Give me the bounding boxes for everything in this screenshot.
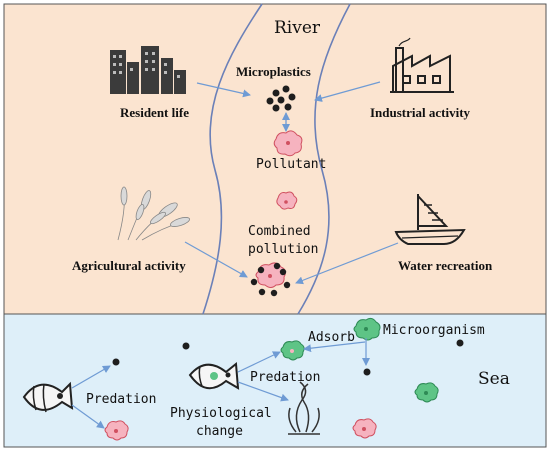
microorganism-icon — [353, 317, 381, 341]
fish-icon-large — [22, 381, 74, 413]
factory-icon — [390, 37, 454, 93]
sailboat-icon — [394, 194, 466, 245]
sea-particles — [112, 339, 464, 376]
industrial-activity-label: Industrial activity — [370, 105, 471, 120]
land-region — [3, 3, 547, 315]
river-left-bank — [202, 3, 263, 315]
city-icon — [110, 46, 186, 94]
arrow-industrial-to-microplastics — [314, 81, 381, 102]
water-recreation-label: Water recreation — [398, 258, 493, 273]
pollutant-label: Pollutant — [256, 157, 327, 172]
physiological-label-line2: change — [196, 424, 243, 439]
microplastics-label: Microplastics — [236, 64, 311, 79]
arrow-agricultural-to-combined — [184, 241, 248, 278]
wheat-icon — [117, 186, 190, 241]
predation-label-right: Predation — [250, 370, 321, 385]
microorganism-label: Microorganism — [383, 323, 485, 338]
microorganism-free-icon — [414, 382, 439, 403]
arrow-recreation-to-combined — [295, 242, 399, 285]
sea-pollutant-icon-right — [352, 418, 377, 439]
arrow-fish-to-pollutant — [71, 404, 105, 429]
predation-label-left: Predation — [86, 392, 157, 407]
seaweed-icon — [288, 381, 320, 435]
combined-pollution-icon — [250, 262, 291, 297]
arrow-adsorb — [303, 341, 366, 353]
sea-title: Sea — [478, 369, 510, 389]
arrow-fish-to-seaweed — [237, 381, 289, 402]
sea-pollutant-icon-left — [104, 420, 129, 441]
arrow-fish-to-particle — [71, 365, 111, 389]
resident-life-label: Resident life — [120, 105, 189, 120]
agricultural-activity-label: Agricultural activity — [72, 258, 186, 273]
river-right-bank — [297, 3, 351, 315]
arrow-resident-to-microplastics — [196, 82, 251, 98]
adsorb-label: Adsorb — [308, 330, 355, 345]
combined-label-line2: pollution — [248, 242, 319, 257]
river-title: River — [274, 18, 321, 38]
fish-icon-small — [188, 362, 240, 390]
arrow-fish-to-microorganism — [237, 351, 281, 373]
physiological-label-line1: Physiological — [170, 406, 272, 421]
microorganism-adsorbed-icon — [280, 340, 305, 361]
pollutant-icon — [273, 130, 303, 157]
sea-region — [3, 313, 547, 448]
pollutant-small-icon — [276, 191, 298, 210]
microplastic-cluster — [266, 85, 296, 112]
combined-label-line1: Combined — [248, 224, 311, 239]
